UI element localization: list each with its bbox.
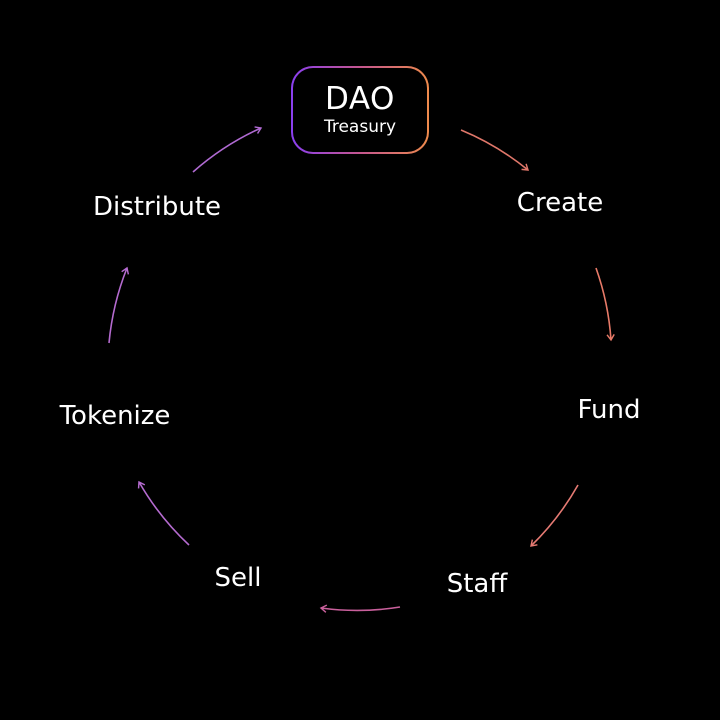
dao-treasury-box-inner: DAO Treasury <box>293 68 427 152</box>
node-create: Create <box>516 188 604 218</box>
center-title: DAO <box>325 81 395 117</box>
node-tokenize: Tokenize <box>59 401 171 431</box>
arrow-tokenize-to-distribute <box>108 266 130 344</box>
node-sell: Sell <box>214 563 262 593</box>
arrow-staff-to-sell <box>319 604 401 613</box>
node-fund: Fund <box>577 395 641 425</box>
arrow-create-to-fund <box>595 267 615 342</box>
arrow-fund-to-staff <box>530 484 579 547</box>
dao-treasury-box: DAO Treasury <box>291 66 429 154</box>
arrow-dao-to-create <box>460 129 530 171</box>
node-staff: Staff <box>446 569 508 599</box>
arrow-sell-to-tokenize <box>137 480 190 546</box>
node-distribute: Distribute <box>92 192 222 222</box>
center-subtitle: Treasury <box>323 117 397 137</box>
arrow-distribute-to-dao <box>192 126 263 173</box>
